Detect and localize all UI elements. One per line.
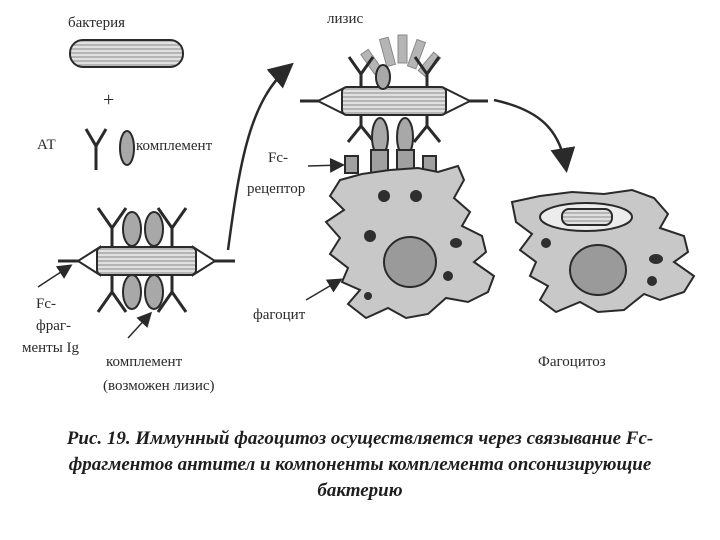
complement-lysis-pointer	[127, 311, 153, 339]
bacterium	[69, 39, 184, 68]
phagocyte-granule	[443, 271, 453, 281]
phagocytosis-nucleus	[569, 244, 627, 296]
caption-line-1: Рис. 19. Иммунный фагоцитоз осуществляет…	[66, 428, 654, 449]
caption-line-3: бактерию	[317, 480, 403, 501]
flow-arrow-to-phagocytosis	[493, 98, 576, 173]
fc-fragments-label-3: менты Ig	[22, 340, 80, 356]
phagocytosis-label: Фагоцитоз	[538, 354, 606, 370]
complement-icon	[119, 130, 135, 166]
fc-fragments-pointer	[37, 264, 73, 288]
phagocyte-granule	[649, 254, 663, 264]
complement-label: комплемент	[136, 138, 213, 154]
complement-lysis-label-1: комплемент	[106, 354, 183, 370]
opsonized-bacterium	[58, 207, 235, 313]
figure-caption: Рис. 19. Иммунный фагоцитоз осуществляет…	[8, 426, 712, 504]
phagocyte-granule	[450, 238, 462, 248]
fc-fragments-label-2: фраг-	[36, 318, 71, 334]
bound-bacterium	[300, 56, 488, 157]
fc-receptor-pointer	[307, 157, 345, 173]
flow-arrow-to-lysis	[226, 62, 294, 251]
fc-receptor-label-1: Fc-	[268, 150, 288, 166]
phagocyte-granule	[647, 276, 657, 286]
complement-lysis-label-2: (возможен лизис)	[103, 378, 215, 394]
phagocyte-pointer	[305, 278, 343, 301]
phagocyte-label: фагоцит	[253, 307, 306, 323]
plus-sign: +	[103, 89, 114, 111]
phagocyte-nucleus	[383, 236, 437, 288]
antibody-label: АТ	[37, 137, 56, 153]
phagocyte-granule	[410, 190, 422, 202]
phagocyte-granule	[364, 292, 372, 300]
phagocyte-granule	[378, 190, 390, 202]
fc-fragments-label-1: Fc-	[36, 296, 56, 312]
caption-line-2: фрагментов антител и компоненты комплеме…	[68, 454, 652, 475]
fc-receptor-label-2: рецептор	[247, 181, 305, 197]
phagocyte-granule	[364, 230, 376, 242]
antibody-icon	[84, 128, 108, 170]
engulfed-bacterium	[561, 208, 613, 226]
bacteria-label: бактерия	[68, 15, 125, 31]
lysis-label: лизис	[327, 11, 363, 27]
phagocyte-granule	[541, 238, 551, 248]
